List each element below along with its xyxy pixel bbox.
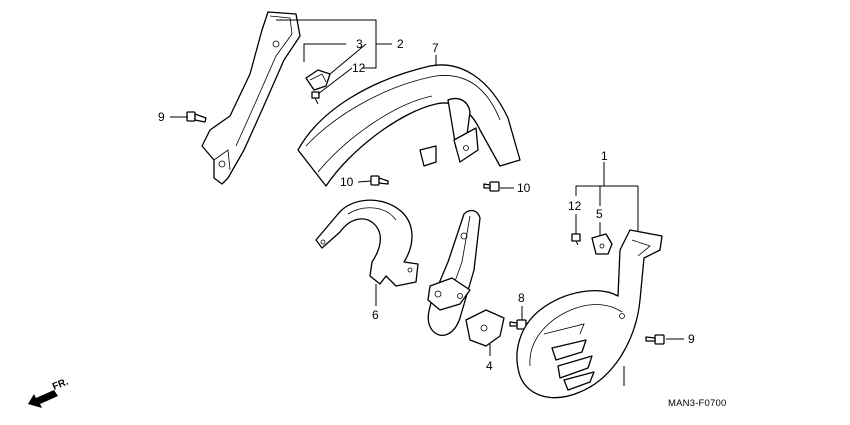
bolt-10-left <box>370 175 389 186</box>
callout-12-left: 12 <box>352 61 366 75</box>
screw-12-left <box>311 91 320 105</box>
bolt-8 <box>509 319 527 330</box>
fork-cover-strip <box>201 11 301 185</box>
bolt-10-right <box>483 181 500 192</box>
bracket-part-4 <box>465 309 505 347</box>
callout-12-right: 12 <box>568 199 582 213</box>
inner-fender <box>315 199 419 287</box>
callout-5: 5 <box>596 207 603 221</box>
callout-10-right: 10 <box>517 181 531 195</box>
callout-2: 2 <box>397 37 404 51</box>
leader-lines <box>170 19 684 386</box>
callout-4: 4 <box>486 359 493 373</box>
diagram-code: MAN3-F0700 <box>668 398 727 409</box>
clip-part-3 <box>305 69 331 91</box>
screw-12-right <box>571 233 581 246</box>
bolt-9-right <box>645 334 665 345</box>
callout-6: 6 <box>372 308 379 322</box>
fork-leg <box>427 209 481 336</box>
clip-part-5 <box>591 233 613 255</box>
front-direction-arrow-icon <box>28 390 58 408</box>
front-direction-label: FR. <box>51 376 70 392</box>
callout-3: 3 <box>356 37 363 51</box>
front-fender <box>297 64 521 187</box>
disc-cover <box>516 229 663 399</box>
callout-9-right: 9 <box>688 332 695 346</box>
callout-8: 8 <box>518 291 525 305</box>
bolt-9-left <box>186 111 207 123</box>
callout-10-left: 10 <box>340 175 354 189</box>
callout-1: 1 <box>601 149 608 163</box>
callout-9-left: 9 <box>158 110 165 124</box>
callout-7: 7 <box>432 41 439 55</box>
